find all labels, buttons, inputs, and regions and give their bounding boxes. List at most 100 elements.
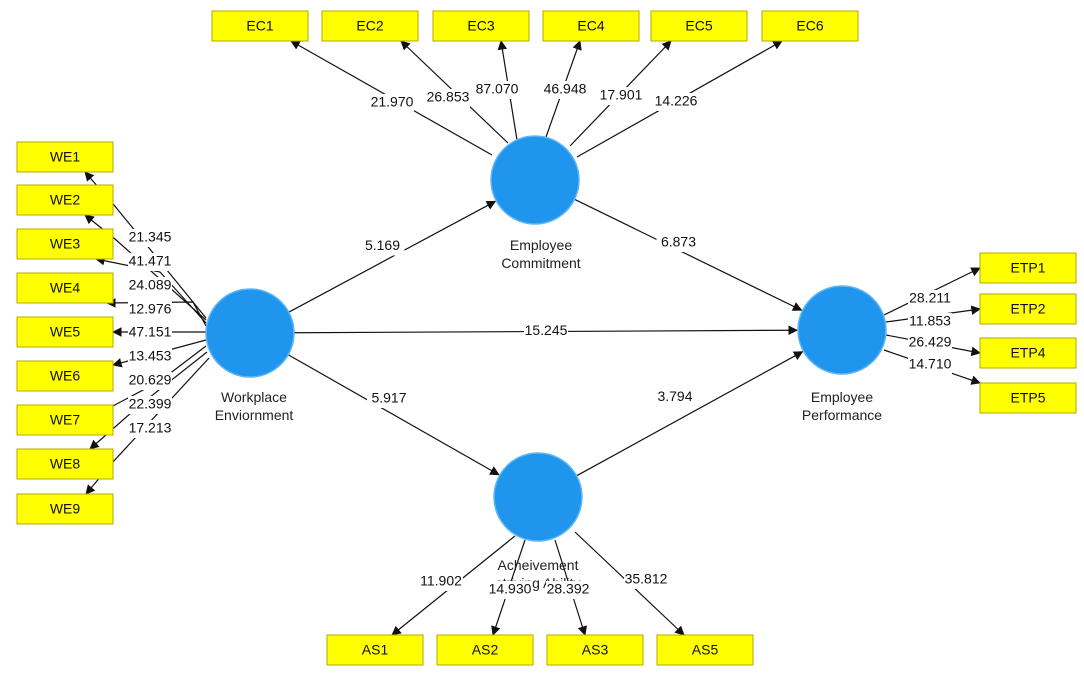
loading-weight-aa-2: 14.930 [488,581,532,599]
weight-bg [128,253,172,271]
loading-weight-label: 87.070 [476,81,519,97]
indicator-box-as5[interactable]: AS5 [656,634,754,666]
weight-bg [426,89,470,107]
indicator-rect [16,404,114,436]
indicator-label: WE2 [50,192,81,208]
indicator-rect [979,382,1077,414]
construct-label: Enviornment [215,407,294,423]
weight-bg [653,388,697,407]
indicator-box-ec6[interactable]: EC6 [761,10,859,42]
indicator-rect [979,293,1077,325]
indicator-rect [979,252,1077,284]
loading-weight-ep-4: 14.710 [908,356,952,374]
weight-bg [524,322,568,341]
loading-weight-label: 11.853 [909,313,951,329]
indicator-box-etp4[interactable]: ETP4 [979,337,1077,369]
indicator-box-etp2[interactable]: ETP2 [979,293,1077,325]
path-weight-label: 5.169 [365,237,400,253]
indicator-box-we4[interactable]: WE4 [16,272,114,304]
path-arrow-we-aa [287,354,500,476]
indicator-box-ec2[interactable]: EC2 [321,10,419,42]
loading-weight-label: 21.345 [129,229,172,245]
indicator-rect [432,10,530,42]
loading-weight-label: 14.710 [909,356,952,372]
indicator-box-etp5[interactable]: ETP5 [979,382,1077,414]
path-weight-label: 5.917 [371,390,406,406]
indicator-rect [436,634,534,666]
loading-weight-we-5: 47.151 [128,324,172,342]
indicator-label: WE3 [50,236,81,252]
indicator-label: EC6 [796,18,823,34]
indicator-box-ec3[interactable]: EC3 [432,10,530,42]
indicator-label: AS1 [362,642,389,658]
indicator-box-we2[interactable]: WE2 [16,184,114,216]
loading-weight-label: 12.976 [129,301,172,317]
loading-weight-ec-1: 21.970 [370,94,414,112]
loading-weight-label: 26.853 [427,89,470,105]
indicator-label: WE1 [50,149,81,165]
indicator-rect [656,634,754,666]
loading-weight-we-9: 17.213 [128,420,172,438]
indicator-box-as3[interactable]: AS3 [546,634,644,666]
loading-weight-label: 28.211 [909,290,951,306]
indicator-label: WE8 [50,456,81,472]
loading-weight-label: 17.213 [129,420,172,436]
indicator-box-we5[interactable]: WE5 [16,316,114,348]
indicator-box-we6[interactable]: WE6 [16,360,114,392]
weight-bg [599,87,643,105]
path-weight-label: 6.873 [661,234,696,250]
indicator-box-we3[interactable]: WE3 [16,228,114,260]
indicator-box-we9[interactable]: WE9 [16,493,114,525]
weight-bg [128,277,172,295]
path-weight-label: 15.245 [525,322,568,338]
weight-bg [128,420,172,438]
loading-arrow-we3 [95,256,207,324]
indicator-label: EC2 [356,18,383,34]
weight-bg [128,301,172,319]
loading-weight-aa-4: 35.812 [624,571,668,589]
path-arrow-ec-ep [574,198,803,311]
loading-weight-ec-2: 26.853 [426,89,470,107]
indicator-box-as1[interactable]: AS1 [326,634,424,666]
indicator-rect [321,10,419,42]
indicator-box-we7[interactable]: WE7 [16,404,114,436]
indicator-box-we8[interactable]: WE8 [16,448,114,480]
loading-weight-label: 20.629 [129,372,172,388]
indicator-rect [650,10,748,42]
indicator-rect [16,448,114,480]
indicator-box-ec4[interactable]: EC4 [542,10,640,42]
indicator-box-ec5[interactable]: EC5 [650,10,748,42]
indicator-rect [16,141,114,173]
path-weight-label: 3.794 [657,388,692,404]
indicator-label: EC4 [577,18,604,34]
loading-weight-label: 14.226 [655,93,698,109]
indicator-label: AS5 [692,642,719,658]
construct-label: Performance [802,407,882,423]
loading-weight-label: 28.392 [547,581,590,597]
weight-bg [367,390,411,408]
indicator-box-etp1[interactable]: ETP1 [979,252,1077,284]
indicator-rect [979,337,1077,369]
loading-weight-we-8: 22.399 [128,396,172,414]
indicator-box-ec1[interactable]: EC1 [211,10,309,42]
indicator-rect [326,634,424,666]
indicator-rect [16,272,114,304]
indicator-rect [16,360,114,392]
path-arrow-we-ec [288,200,497,313]
indicator-label: ETP5 [1010,390,1045,406]
loading-weight-label: 11.902 [420,573,462,589]
loading-weight-ec-3: 87.070 [475,81,519,99]
path-weight-we-aa: 5.917 [367,390,411,408]
indicator-rect [542,10,640,42]
loading-weight-label: 35.812 [625,571,668,587]
indicator-box-as2[interactable]: AS2 [436,634,534,666]
loading-arrow-we1 [84,171,207,319]
indicator-box-we1[interactable]: WE1 [16,141,114,173]
weight-bg [128,324,172,342]
construct-circle [493,452,583,542]
weight-bg [543,81,587,99]
